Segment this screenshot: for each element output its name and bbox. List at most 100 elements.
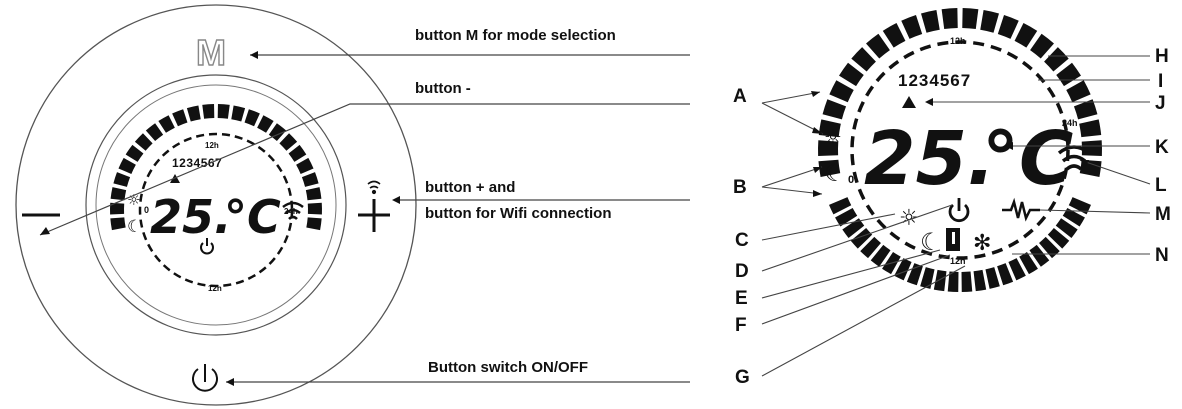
clock-label-top: 12h: [205, 141, 219, 150]
ring-segment: [305, 187, 322, 201]
ring-segment: [172, 109, 188, 127]
ring-segment: [842, 218, 865, 238]
temperature-value: 25.: [150, 190, 232, 244]
outer-ring: [15, 4, 417, 406]
leader-minus: [39, 103, 690, 236]
ring-segment: [1014, 22, 1038, 48]
ring-segment: [1079, 119, 1102, 138]
ring-segment: [158, 115, 175, 133]
ring-segment: [301, 172, 319, 187]
ring-segment: [110, 217, 126, 231]
power-icon: [200, 238, 214, 255]
ring-segment: [1068, 197, 1091, 215]
ring-segment: [850, 227, 873, 249]
sun-icon-small: ☼: [899, 206, 919, 231]
ring-segment: [1066, 80, 1091, 103]
ring-segment: [1055, 218, 1078, 238]
moon-icon: ☾: [127, 217, 142, 237]
ring-segment: [118, 157, 136, 174]
ring-segment: [279, 133, 298, 151]
moon-icon: ☾: [824, 159, 846, 187]
clock-label-left: 0: [848, 174, 854, 186]
ring-segment: [296, 157, 314, 174]
ring-segment: [997, 263, 1014, 286]
ring-segment: [870, 244, 891, 267]
ring-segment: [134, 133, 153, 151]
ring-segment: [1044, 47, 1069, 72]
ring-segment: [921, 9, 940, 33]
window-icon-detail: [952, 232, 955, 244]
mode-button[interactable]: M: [195, 31, 226, 73]
right-thermostat: 12h 12h 24h 0 1234567 ☼ ☾ 25. °C ☼ ☾ ✻: [818, 8, 1102, 292]
sun-icon: ☼: [824, 125, 842, 149]
ring-segment: [933, 269, 947, 292]
clock-label-left: 0: [144, 205, 149, 215]
clock-label-top: 12h: [950, 36, 966, 46]
ring-segment: [1047, 227, 1070, 249]
ring-segment: [307, 202, 322, 215]
callout-N: N: [1155, 245, 1169, 266]
callout-arrowheads: [811, 91, 1089, 197]
ring-segment: [829, 197, 852, 215]
callout-leaders: [761, 55, 1151, 377]
ring-segment: [906, 263, 923, 286]
label-plus-button-line1: button + and: [425, 179, 515, 196]
power-button[interactable]: [192, 364, 218, 392]
clock-label-right: 24h: [1062, 118, 1078, 128]
temperature-unit: °C: [982, 116, 1073, 202]
ring-segment: [818, 140, 839, 157]
ring-segment: [860, 236, 881, 259]
wifi-icon: [282, 201, 304, 220]
ring-segment: [866, 33, 890, 59]
ring-segment: [980, 9, 999, 33]
ring-segment: [1056, 62, 1081, 87]
wifi-icon: [1057, 145, 1091, 171]
moon-icon-small: ☾: [920, 228, 942, 256]
ring-segment: [145, 123, 164, 142]
ring-segment: [882, 22, 906, 48]
ring-segment: [961, 271, 973, 292]
callout-D: D: [735, 261, 749, 282]
ring-segment: [113, 172, 131, 187]
label-mode-button: button M for mode selection: [415, 27, 616, 44]
callout-B: B: [733, 177, 747, 198]
clock-label-bottom: 12h: [208, 284, 222, 293]
sun-icon: ☼: [127, 191, 140, 209]
ring-segment: [941, 8, 958, 30]
ring-segment: [1039, 236, 1060, 259]
ring-segment: [822, 99, 847, 120]
ring-segment: [217, 104, 230, 119]
callout-F: F: [735, 315, 747, 336]
ring-segment: [839, 62, 864, 87]
plus-button[interactable]: [358, 199, 390, 232]
temperature-value: 25.: [864, 116, 995, 202]
ring-segment: [829, 80, 854, 103]
leader-plus-arrow: [392, 196, 400, 204]
day-arrow-icon: [902, 96, 916, 108]
ring-segment: [288, 144, 307, 162]
day-numbers: 1234567: [898, 71, 971, 90]
power-icon: [948, 198, 970, 223]
ring-segment: [1029, 244, 1050, 267]
callout-E: E: [735, 288, 748, 309]
snowflake-icon: ✻: [973, 231, 991, 256]
callout-L: L: [1155, 175, 1167, 196]
day-numbers: 1234567: [172, 156, 222, 170]
ring-segment: [1073, 99, 1098, 120]
ring-segment: [818, 159, 841, 177]
ring-segment: [109, 202, 125, 215]
leader-power-arrow: [226, 378, 234, 386]
callout-J: J: [1155, 93, 1166, 114]
ring-segment: [851, 47, 876, 72]
leader-mode-arrow: [250, 51, 258, 59]
ring-segment: [920, 267, 935, 289]
label-minus-button: button -: [415, 80, 471, 97]
ring-segment: [231, 105, 246, 122]
plus-wifi-icon: [367, 180, 381, 195]
ring-segment: [110, 187, 127, 201]
left-thermostat: 12h 12h 24h 0 1234567 ☼ ☾ 25. °C M: [15, 4, 417, 406]
callout-letters: A B C D E F G H I J K L M N: [733, 46, 1171, 388]
ring-segment: [997, 14, 1019, 39]
ring-segment: [1062, 207, 1085, 227]
